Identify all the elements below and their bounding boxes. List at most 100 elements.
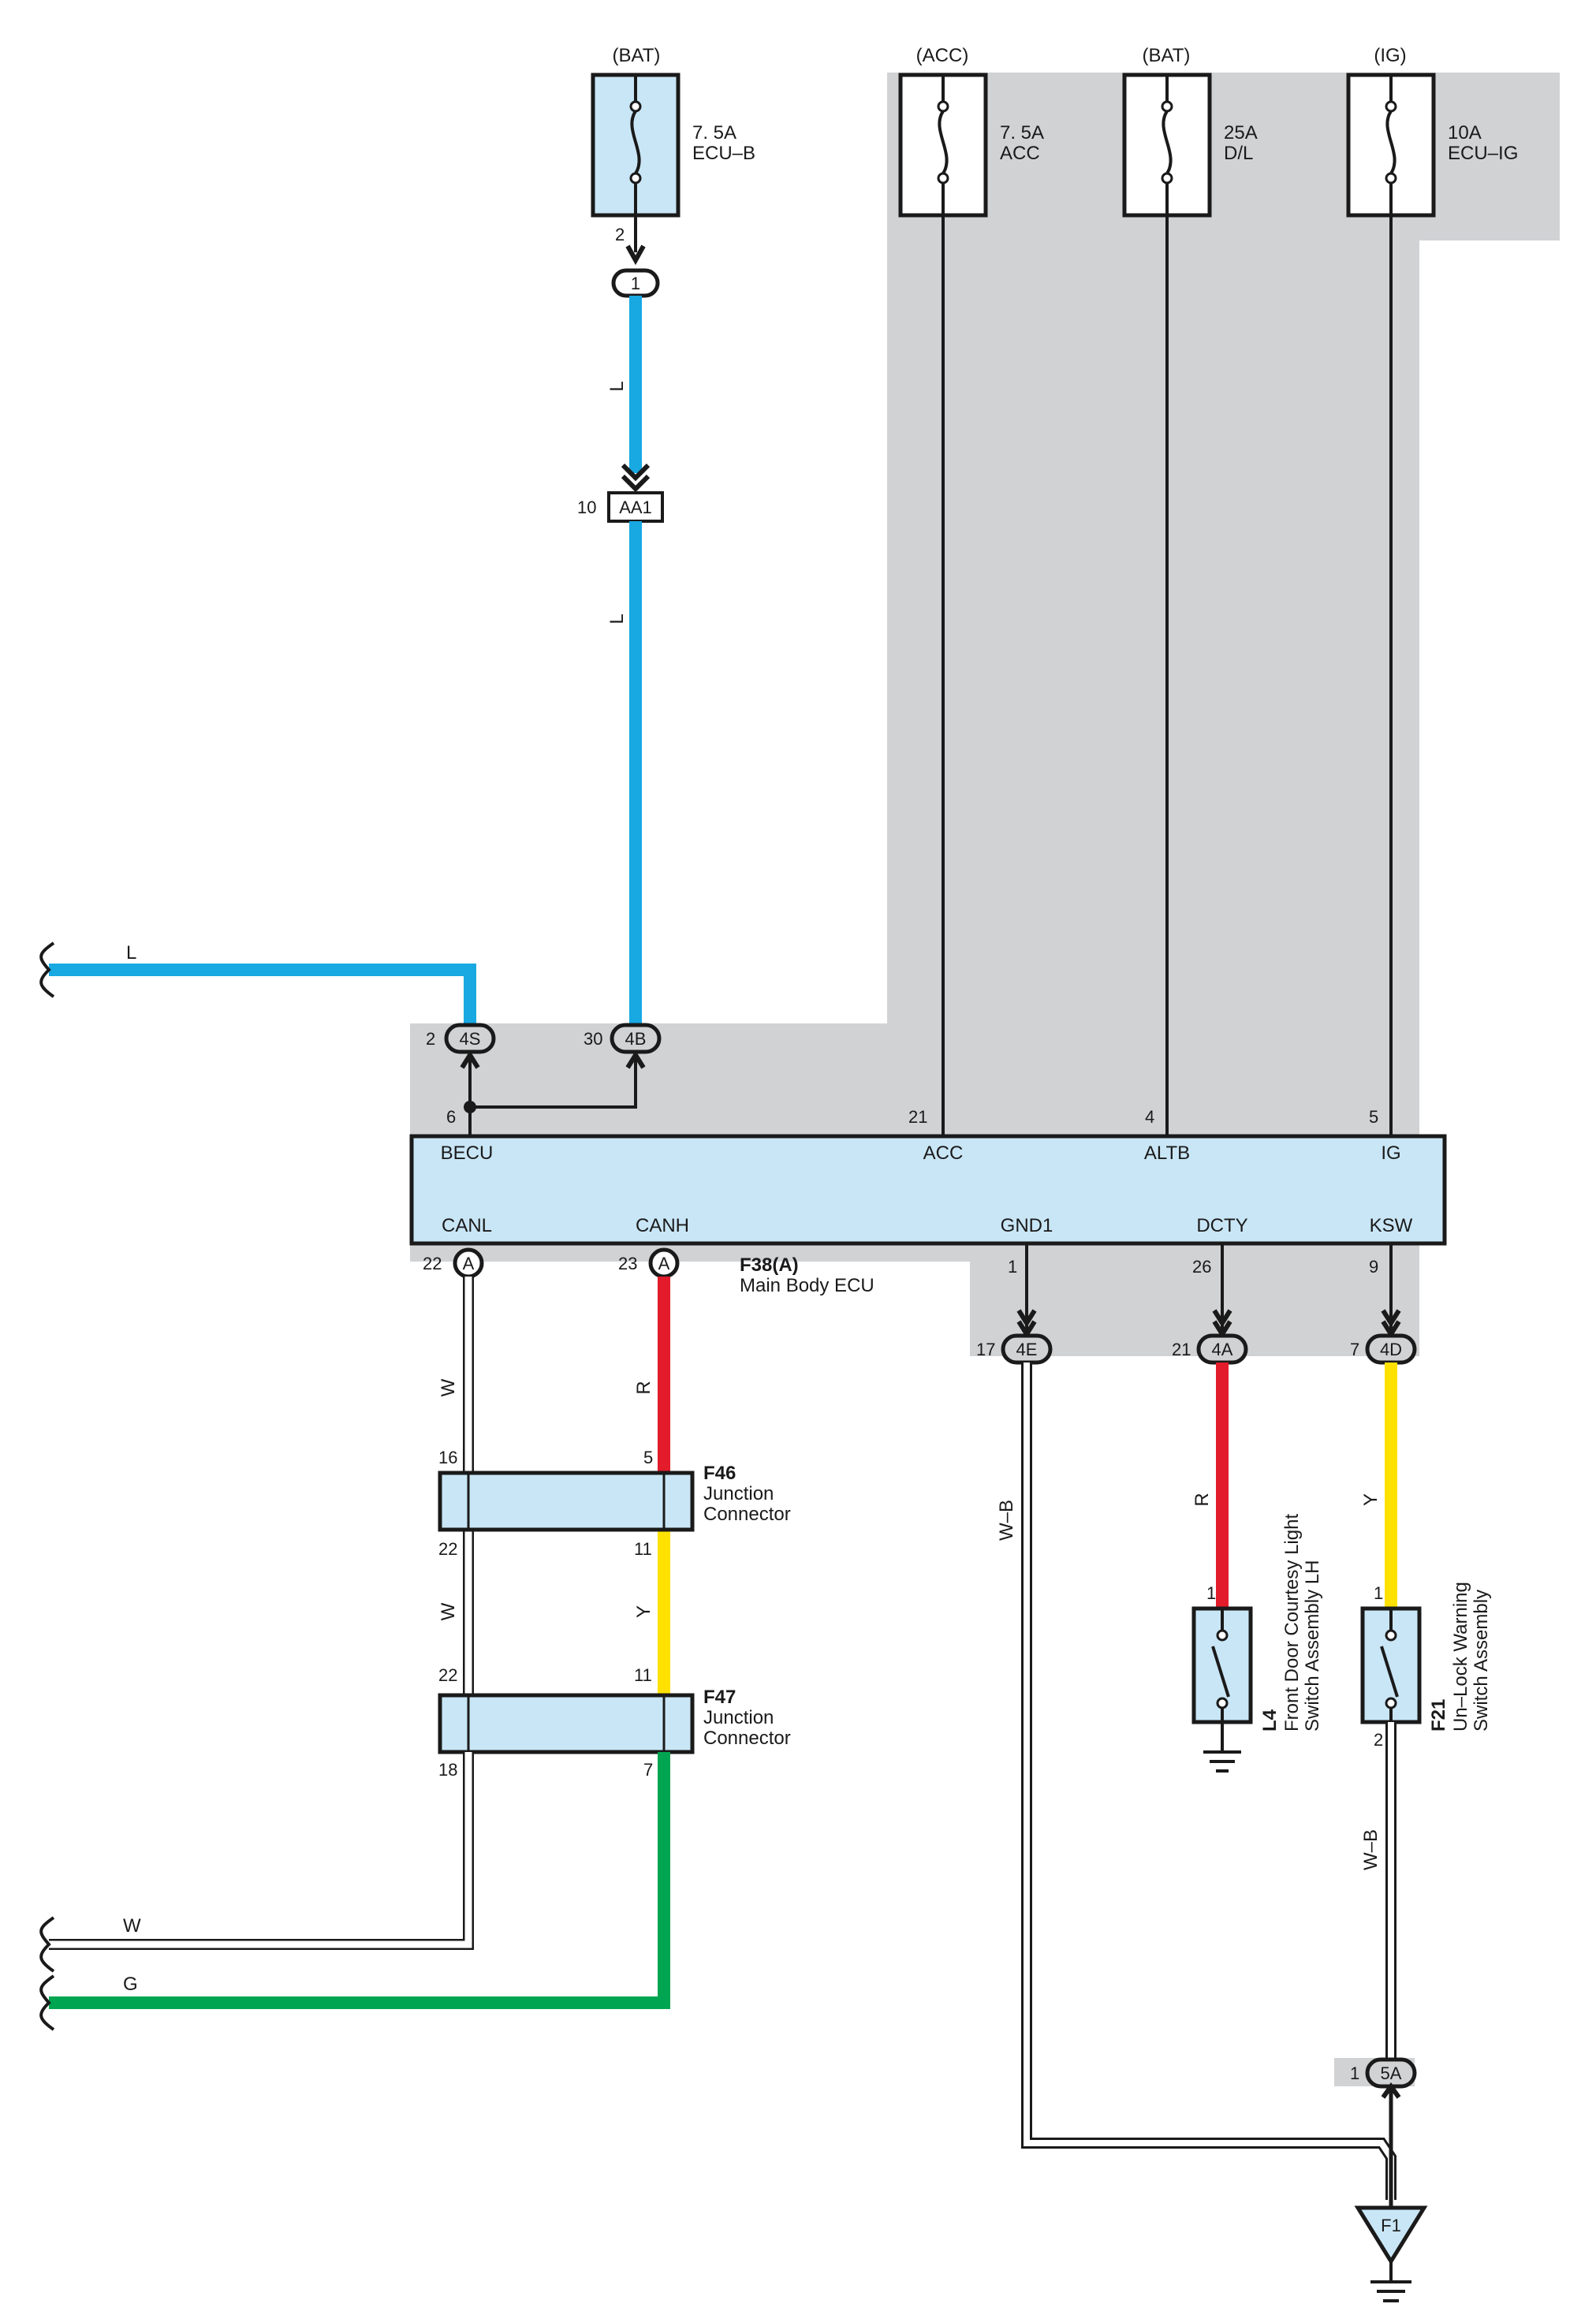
connector-canh-a: A 23 [618, 1247, 680, 1279]
l4-id: L4 [1259, 1709, 1281, 1732]
fuse-ecu-b-pin: 2 [615, 225, 625, 244]
connector-4d-label: 4D [1380, 1340, 1402, 1359]
fuse-dl-name: D/L [1224, 143, 1253, 164]
fuse-dl-supply: (BAT) [1143, 45, 1191, 66]
ecu-id: F38(A) [740, 1254, 799, 1276]
f46-id: F46 [703, 1463, 736, 1484]
fuse-ecu-ig: (IG) 10A ECU–IG [1346, 45, 1518, 218]
double-chevron-icon [621, 463, 651, 493]
ecu-terminal-ksw: KSW [1370, 1215, 1413, 1236]
wire-f21-gnd-label: W–B [1360, 1829, 1382, 1870]
fuse-ecu-ig-rating: 10A [1448, 122, 1482, 144]
arrow-up-icon [625, 1050, 646, 1069]
fuse-ecu-b: (BAT) 7. 5A ECU–B 2 [591, 45, 755, 244]
wire-l-left-label: L [126, 942, 136, 964]
ground-point-f1: F1 [1354, 2205, 1428, 2302]
connector-4s-label: 4S [460, 1029, 481, 1049]
ecu-terminal-acc: ACC [923, 1143, 964, 1164]
f46-line1: Junction [703, 1483, 774, 1504]
f1-label: F1 [1381, 2216, 1401, 2235]
f47-pin-bl: 18 [438, 1760, 457, 1780]
ecu-pin-altb: 4 [1145, 1107, 1154, 1127]
wire-l-upper-label: L [606, 381, 628, 391]
connector-4d-pin: 7 [1350, 1340, 1359, 1359]
connector-canl-a-label: A [463, 1254, 475, 1273]
wire-gnd1-label: W–B [996, 1500, 1017, 1541]
connector-4e: 4E 17 [976, 1333, 1053, 1365]
ecu-terminal-canh: CANH [636, 1215, 689, 1236]
wire-canl-lower-label: W [438, 1602, 459, 1620]
ecu-pin-becu: 6 [446, 1107, 456, 1127]
f46-pin-tl: 16 [438, 1448, 457, 1467]
f46-pin-bl: 22 [438, 1539, 457, 1559]
fuse-acc-rating: 7. 5A [1000, 122, 1044, 144]
ecu-terminal-altb: ALTB [1144, 1143, 1190, 1164]
f47-id: F47 [703, 1687, 736, 1708]
wire-g-left [49, 1752, 670, 2009]
fuse-dl-rating: 25A [1224, 122, 1258, 144]
f47-pin-br: 7 [643, 1760, 653, 1780]
fuse-acc-supply: (ACC) [916, 45, 969, 66]
connector-4e-label: 4E [1016, 1340, 1038, 1359]
switch-f21: 1 2 F21 Un–Lock Warning Switch Assembly [1360, 1582, 1492, 1750]
ecu-pin-acc: 21 [908, 1107, 927, 1127]
ecu-terminal-becu: BECU [441, 1143, 494, 1164]
junction-dot [464, 1101, 476, 1113]
connector-aa1: AA1 10 [577, 491, 664, 523]
ecu-pin-ksw: 9 [1369, 1257, 1378, 1277]
connector-4a: 4A 21 [1172, 1333, 1248, 1365]
wire-l-lower-label: L [606, 613, 628, 624]
f47-line1: Junction [703, 1707, 774, 1728]
shaded-area [410, 73, 1560, 1356]
l4-line1: Front Door Courtesy Light [1281, 1514, 1303, 1732]
ecu-pin-dcty: 26 [1192, 1257, 1211, 1277]
wire-ksw-label: Y [1360, 1493, 1382, 1506]
connector-4e-pin: 17 [976, 1340, 995, 1359]
l4-line2: Switch Assembly LH [1302, 1560, 1323, 1732]
connector-1-label: 1 [631, 274, 640, 293]
wire-g-left-label: G [123, 1974, 138, 1995]
ecu-terminal-dcty: DCTY [1196, 1215, 1247, 1236]
f46-line2: Connector [703, 1504, 791, 1525]
fuse-ecu-b-rating: 7. 5A [692, 122, 736, 144]
f21-pin-top: 1 [1374, 1583, 1383, 1603]
switch-l4: 1 L4 Front Door Courtesy Light Switch As… [1191, 1514, 1323, 1732]
wire-w-left [49, 1752, 474, 1950]
fuse-dl: (BAT) 25A D/L [1122, 45, 1258, 218]
ecu-name: Main Body ECU [740, 1275, 874, 1296]
ecu-pin-gnd1: 1 [1008, 1257, 1017, 1277]
connector-4a-pin: 21 [1172, 1340, 1191, 1359]
wire-w-left-label: W [123, 1915, 141, 1937]
fuse-ecu-b-name: ECU–B [692, 143, 755, 164]
f47-pin-tr: 11 [634, 1665, 652, 1685]
ground-icon [1203, 1722, 1241, 1773]
connector-aa1-label: AA1 [619, 498, 652, 517]
fuse-ecu-b-supply: (BAT) [613, 45, 661, 66]
connector-canl-a-pin: 22 [423, 1254, 442, 1273]
f46-pin-br: 11 [634, 1539, 652, 1559]
fuse-ecu-ig-name: ECU–IG [1448, 143, 1518, 164]
f21-line1: Un–Lock Warning [1450, 1582, 1471, 1732]
ecu-terminal-gnd1: GND1 [1001, 1215, 1053, 1236]
wire-break-icon [39, 1916, 55, 1973]
f21-line2: Switch Assembly [1471, 1590, 1492, 1732]
ecu-terminal-ig: IG [1381, 1143, 1400, 1164]
wire-canh-lower-label: Y [633, 1605, 654, 1618]
connector-aa1-pin: 10 [577, 498, 596, 517]
ecu-pin-ig: 5 [1369, 1107, 1378, 1127]
wire-canh-upper-label: R [633, 1381, 654, 1394]
connector-4b-pin: 30 [584, 1029, 602, 1049]
l4-pin: 1 [1206, 1583, 1216, 1603]
junction-connector-f47: 22 11 18 7 F47 Junction Connector [438, 1665, 791, 1780]
junction-connector-f46: 16 5 22 11 F46 Junction Connector [438, 1448, 791, 1559]
f21-id: F21 [1428, 1699, 1449, 1732]
connector-4b-label: 4B [625, 1029, 647, 1049]
wire-break-icon [39, 1974, 55, 2031]
connector-canl-a: A 22 [423, 1247, 484, 1279]
ecu-terminal-canl: CANL [442, 1215, 492, 1236]
connector-1: 1 [611, 268, 660, 298]
connector-5a-pin: 1 [1350, 2063, 1359, 2083]
connector-canh-a-label: A [658, 1254, 670, 1273]
arrow-icon [625, 244, 646, 266]
